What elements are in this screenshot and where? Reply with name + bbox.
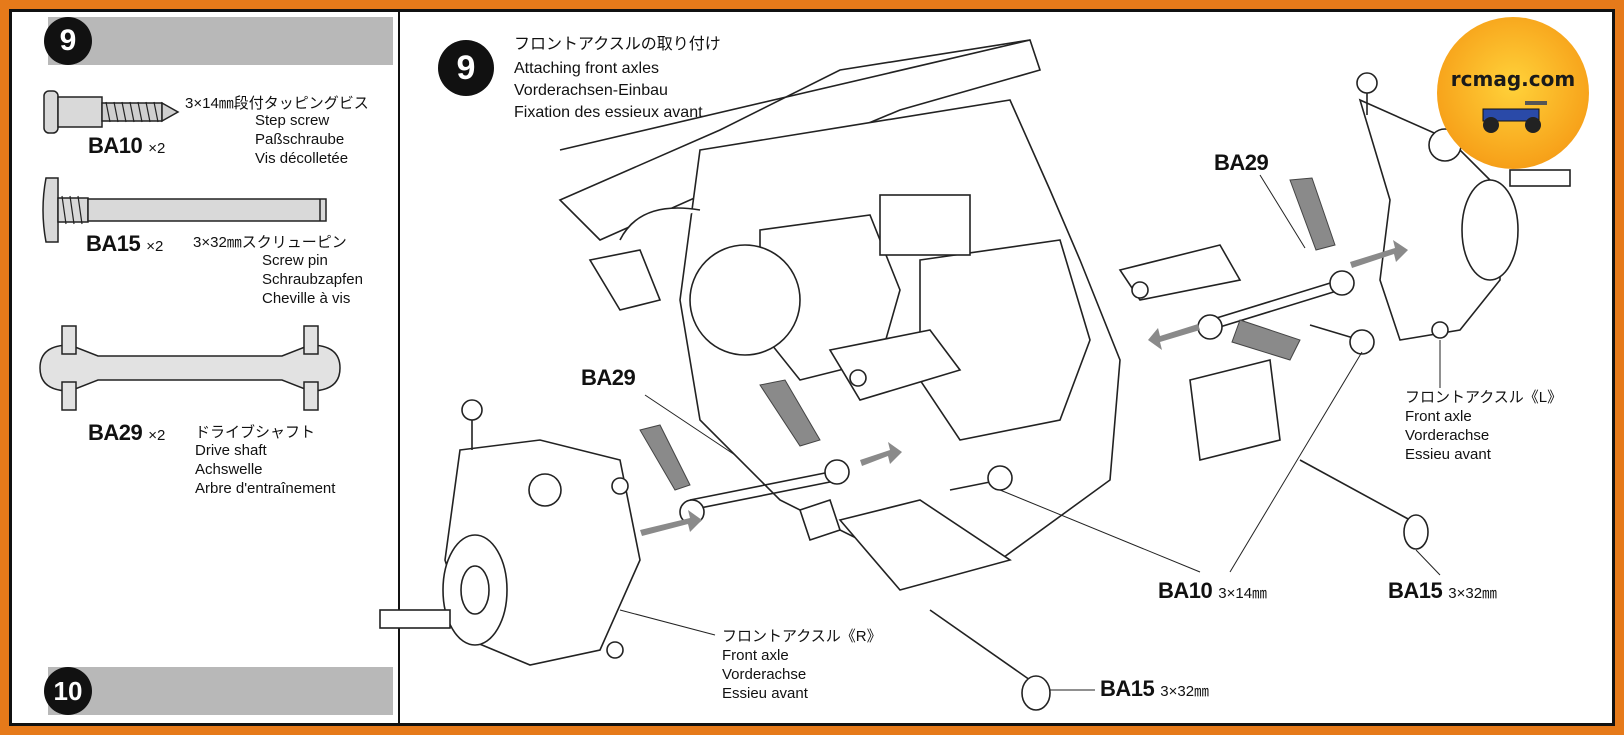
screws [929,324,1429,711]
rcmag-logo[interactable]: rcmag.com [1437,17,1589,169]
ba10-code: BA10 [88,133,143,158]
axle-left-jp: フロントアクスル《L》 [1405,389,1563,406]
ba15-jp: 3×32㎜スクリューピン [193,234,347,251]
ba29-en: Drive shaft [195,442,267,459]
assembly-arrows [640,240,1408,536]
ba15-fr: Cheville à vis [262,290,351,307]
ba15-code: BA15 [86,231,141,256]
callout-ba10-size: 3×14㎜ [1218,585,1268,602]
step-10-badge: 10 [44,667,92,715]
title-jp: フロントアクスルの取り付け [514,36,721,53]
callout-ba15-right-size: 3×32㎜ [1448,585,1498,602]
callout-ba15-right: BA15 3×32㎜ [1388,578,1497,604]
ba29-label: BA29 ×2 [88,420,165,446]
ba29-de: Achswelle [195,461,263,478]
drive-shafts [679,270,1355,525]
step-9-main-number: 9 [456,48,476,87]
chassis-gearbox [558,39,1121,561]
ba15-de: Schraubzapfen [262,271,363,288]
title-fr: Fixation des essieux avant [514,104,703,121]
axle-right-en: Front axle [722,647,789,664]
axle-left-en: Front axle [1405,408,1472,425]
ba29-fr: Arbre d'entraînement [195,480,336,497]
step-10-number: 10 [53,675,83,706]
title-en: Attaching front axles [514,60,659,77]
panel-divider [398,12,400,723]
ba15-label: BA15 ×2 [86,231,163,257]
ba10-en: Step screw [255,112,330,129]
callout-ba15-bottom-size: 3×32㎜ [1160,683,1210,700]
ba10-jp: 3×14㎜段付タッピングビス [185,95,369,112]
callout-ba15-right-code: BA15 [1388,578,1443,603]
ba29-code: BA29 [88,420,143,445]
axle-left-de: Vorderachse [1405,427,1490,444]
ba10-fr: Vis décolletée [255,150,349,167]
grease-tubes [639,177,1336,491]
front-axle-left-hub [1356,72,1571,341]
callout-ba10-code: BA10 [1158,578,1213,603]
step-10-header-bar [48,667,393,715]
front-axle-right-hub [379,399,641,666]
axle-right-fr: Essieu avant [722,685,808,702]
callout-ba29-left: BA29 [581,365,636,390]
step-9-number: 9 [59,24,77,57]
step-9-main-badge: 9 [438,40,494,96]
step-9-badge: 9 [44,17,92,65]
ba15-qty: ×2 [146,238,164,255]
drive-shaft-illustration [39,325,341,411]
suspension-arms [798,244,1281,591]
screw-pin-illustration [42,177,327,243]
axle-right-jp: フロントアクスル《R》 [722,628,882,645]
rc-car-icon [1475,99,1551,135]
ba29-jp: ドライブシャフト [195,424,316,441]
ba29-qty: ×2 [148,427,166,444]
ba10-qty: ×2 [148,140,166,157]
ba10-label: BA10 ×2 [88,133,165,159]
step-9-header-bar [48,17,393,65]
rcmag-logo-name: rcmag.com [1450,67,1576,91]
callout-ba29-right: BA29 [1214,150,1269,175]
step-screw-illustration [43,90,180,134]
axle-left-fr: Essieu avant [1405,446,1491,463]
ba15-en: Screw pin [262,252,328,269]
callout-ba10: BA10 3×14㎜ [1158,578,1267,604]
ba10-de: Paßschraube [255,131,345,148]
axle-right-de: Vorderachse [722,666,807,683]
leader-lines [619,174,1441,691]
callout-ba15-bottom-code: BA15 [1100,676,1155,701]
title-de: Vorderachsen-Einbau [514,82,668,99]
black-frame [9,9,1615,726]
callout-ba15-bottom: BA15 3×32㎜ [1100,676,1209,702]
